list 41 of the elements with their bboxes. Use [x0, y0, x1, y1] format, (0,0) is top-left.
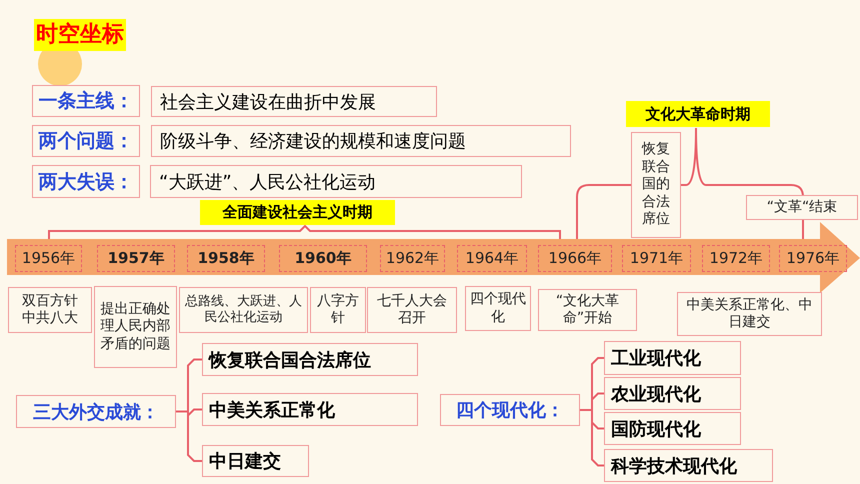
- heading-label: 两个问题：: [32, 125, 140, 157]
- content-box: 社会主义建设在曲折中发展: [151, 86, 437, 117]
- item-box: 农业现代化: [604, 377, 741, 410]
- event-box: 七千人大会召开: [367, 287, 457, 333]
- content-box: “大跃进”、人民公社化运动: [150, 165, 522, 198]
- event-box: [8, 287, 92, 333]
- event-box: “文革“结束: [746, 195, 858, 220]
- event-box: 恢复联合国的合法席位: [631, 132, 681, 238]
- title: 时空坐标: [34, 19, 126, 51]
- event-box: 总路线、大跃进、人民公社化运动: [179, 287, 308, 333]
- year-marker: 1957年: [97, 245, 175, 272]
- heading-label: 三大外交成就：: [16, 395, 176, 428]
- item-box: 中美关系正常化: [202, 393, 418, 426]
- year-marker: 1960年: [279, 245, 367, 272]
- event-box: 四个现代化: [465, 286, 531, 331]
- item-box: 恢复联合国合法席位: [202, 343, 418, 376]
- heading-label: 两大失误：: [32, 165, 140, 198]
- period-label: 文化大革命时期: [626, 101, 770, 127]
- content-box: 阶级斗争、经济建设的规模和速度问题: [151, 125, 571, 157]
- event-box: 中美关系正常化、中日建交: [677, 292, 822, 336]
- year-marker: 1964年: [457, 245, 527, 272]
- item-box: 工业现代化: [604, 341, 741, 375]
- year-marker: 1972年: [702, 245, 770, 272]
- event-text: 中共八大: [22, 310, 78, 328]
- item-box: 中日建交: [202, 445, 309, 477]
- heading-label: 四个现代化：: [440, 394, 580, 426]
- year-marker: 1971年: [622, 245, 691, 272]
- event-box: 提出正确处理人民内部矛盾的问题: [94, 286, 177, 368]
- item-box: 国防现代化: [604, 412, 741, 445]
- year-marker: 1956年: [15, 245, 82, 272]
- event-box: “文化大革命”开始: [538, 289, 637, 331]
- item-box: 科学技术现代化: [604, 449, 773, 482]
- period-label: 全面建设社会主义时期: [200, 200, 395, 225]
- bracket-connector: [580, 409, 604, 466]
- year-marker: 1976年: [779, 245, 847, 272]
- year-marker: 1966年: [538, 245, 612, 272]
- heading-label: 一条主线：: [32, 85, 140, 117]
- event-box: 八字方针: [310, 287, 366, 333]
- year-marker: 1962年: [380, 245, 445, 272]
- event-text: 双百方针: [22, 292, 78, 310]
- year-marker: 1958年: [187, 245, 265, 272]
